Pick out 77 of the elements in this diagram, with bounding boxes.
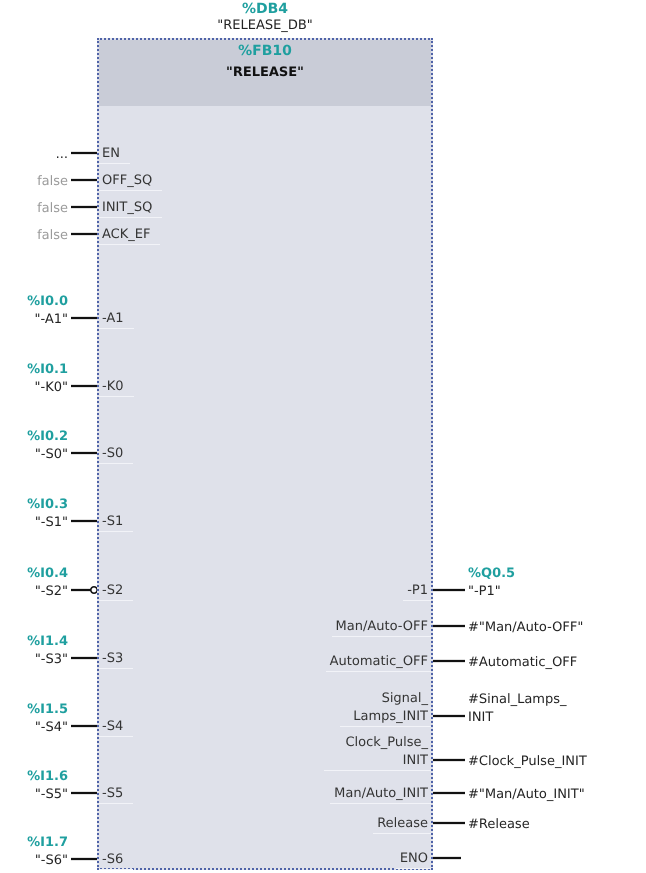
connection-line [71, 792, 97, 794]
input-pin-label: -A1 [99, 310, 134, 329]
operand-name: #Sinal_Lamps_INIT [468, 691, 568, 727]
instance-db-name: "RELEASE_DB" [216, 17, 314, 35]
connection-line [71, 178, 97, 182]
operand-name: #Release [468, 816, 530, 834]
output-pin-label: Clock_Pulse_INIT [324, 734, 431, 771]
output-pin-label: Man/Auto_INIT [330, 785, 431, 804]
operand-name: "-S5" [34, 786, 68, 804]
connection-line [433, 758, 465, 762]
input-pin-label: -S6 [99, 851, 134, 870]
input-pin-label: INIT_SQ [99, 199, 162, 218]
output-pin-label: Automatic_OFF [326, 653, 431, 672]
output-pin-label: ENO [396, 850, 431, 869]
output-pin-label: Signal_Lamps_INIT [340, 690, 431, 727]
connection-line [433, 588, 465, 592]
function-block [97, 38, 433, 870]
operand-name: "-S0" [34, 446, 68, 464]
connection-line [71, 384, 97, 388]
connection-line [71, 206, 97, 208]
input-pin-label: -S0 [99, 445, 134, 464]
operand-address: %I1.6 [27, 768, 68, 786]
input-pin-label: EN [99, 145, 130, 164]
input-pin-label: -S5 [99, 785, 134, 804]
connection-line [71, 232, 97, 236]
operand-address: %I1.7 [27, 834, 68, 852]
operand-address: %I0.2 [27, 428, 68, 446]
operand-name: "-S1" [34, 514, 68, 532]
connection-line [433, 792, 465, 794]
block-number: %FB10 [237, 42, 293, 60]
operand-name: #"Man/Auto_INIT" [468, 786, 585, 804]
connection-line [71, 724, 97, 728]
operand-name: "-P1" [468, 583, 502, 601]
connection-line [71, 316, 97, 320]
input-pin-label: ACK_EF [99, 226, 160, 245]
operand-name: #"Man/Auto-OFF" [468, 619, 584, 637]
operand-name: "-S3" [34, 651, 68, 669]
operand-address: %I1.5 [27, 701, 68, 719]
operand-address: %I1.4 [27, 633, 68, 651]
output-pin-label: -P1 [403, 582, 431, 601]
operand-name: "-A1" [33, 311, 68, 329]
input-pin-label: -K0 [99, 378, 134, 397]
connection-line [433, 624, 465, 628]
connection-line [71, 858, 97, 860]
operand-name: false [37, 227, 68, 245]
connection-line [433, 822, 465, 824]
instance-db-number: %DB4 [240, 0, 290, 18]
operand-name: ... [56, 146, 68, 164]
operand-name: #Clock_Pulse_INIT [468, 753, 587, 771]
operand-name: false [37, 200, 68, 218]
connection-line [71, 520, 97, 522]
operand-name: "-S2" [34, 583, 68, 601]
operand-name: "-K0" [34, 379, 68, 397]
operand-address: %I0.0 [27, 293, 68, 311]
operand-name: "-S6" [34, 852, 68, 870]
connection-line [433, 856, 461, 860]
operand-address: %I0.3 [27, 496, 68, 514]
output-pin-label: Man/Auto-OFF [332, 618, 431, 637]
connection-line [71, 452, 97, 454]
input-pin-label: -S4 [99, 718, 134, 737]
operand-name: #Automatic_OFF [468, 654, 578, 672]
input-pin-label: -S3 [99, 650, 134, 669]
operand-name: false [37, 173, 68, 191]
connection-line [71, 656, 97, 660]
connection-line [71, 152, 97, 154]
input-pin-label: -S1 [99, 513, 134, 532]
connection-line [433, 714, 465, 718]
input-pin-label: -S2 [99, 582, 134, 601]
block-name: "RELEASE" [225, 64, 305, 82]
operand-name: "-S4" [34, 719, 68, 737]
operand-address: %I0.1 [27, 361, 68, 379]
operand-address: %I0.4 [27, 565, 68, 583]
input-pin-label: OFF_SQ [99, 172, 162, 191]
connection-line [433, 660, 465, 662]
output-pin-label: Release [373, 815, 431, 834]
operand-address: %Q0.5 [468, 565, 516, 583]
negated-connection-line [71, 586, 98, 594]
